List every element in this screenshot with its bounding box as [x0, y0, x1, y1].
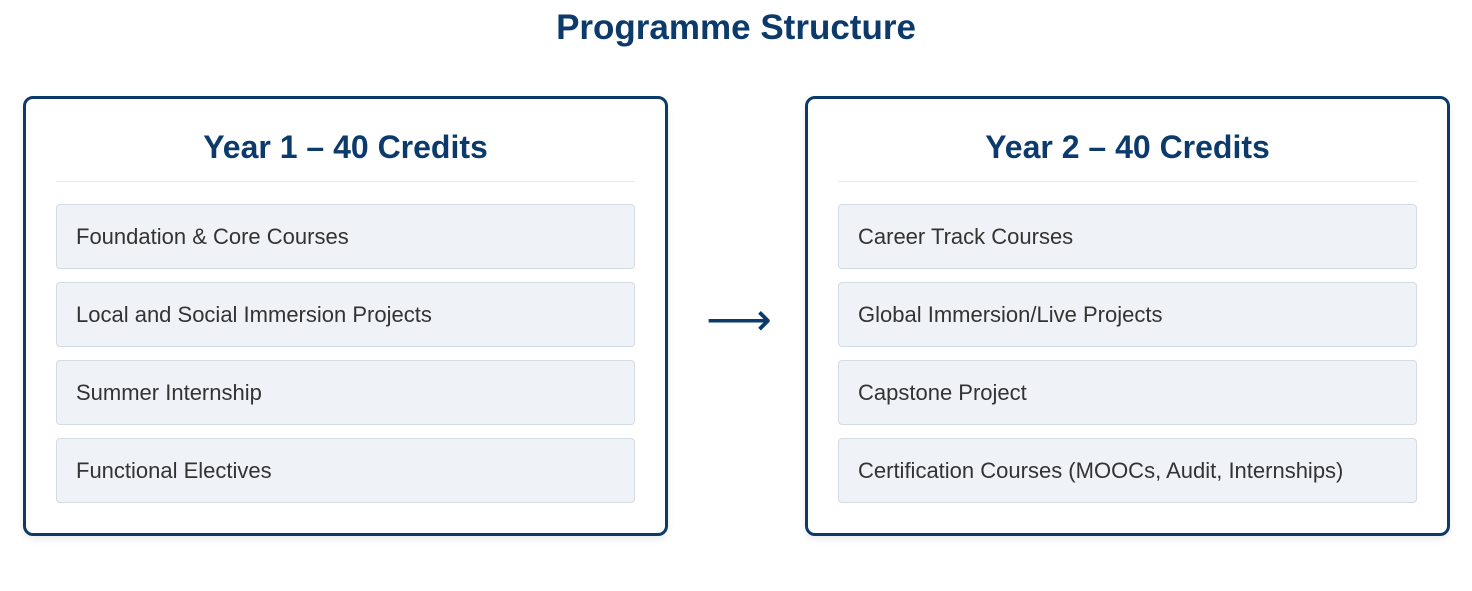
list-item: Career Track Courses: [838, 204, 1417, 269]
year-2-card: Year 2 – 40 Credits Career Track Courses…: [805, 96, 1450, 536]
list-item: Local and Social Immersion Projects: [56, 282, 635, 347]
list-item: Certification Courses (MOOCs, Audit, Int…: [838, 438, 1417, 503]
year-1-title: Year 1 – 40 Credits: [203, 129, 488, 165]
list-item: Summer Internship: [56, 360, 635, 425]
year-1-card: Year 1 – 40 Credits Foundation & Core Co…: [23, 96, 668, 536]
right-arrow-icon: ⟶: [706, 293, 772, 345]
list-item: Capstone Project: [838, 360, 1417, 425]
list-item: Foundation & Core Courses: [56, 204, 635, 269]
page-title: Programme Structure: [556, 8, 916, 47]
year-2-items: Career Track Courses Global Immersion/Li…: [838, 204, 1417, 516]
divider: [838, 181, 1417, 182]
divider: [56, 181, 635, 182]
list-item: Functional Electives: [56, 438, 635, 503]
list-item: Global Immersion/Live Projects: [838, 282, 1417, 347]
year-2-title: Year 2 – 40 Credits: [985, 129, 1270, 165]
year-1-items: Foundation & Core Courses Local and Soci…: [56, 204, 635, 516]
